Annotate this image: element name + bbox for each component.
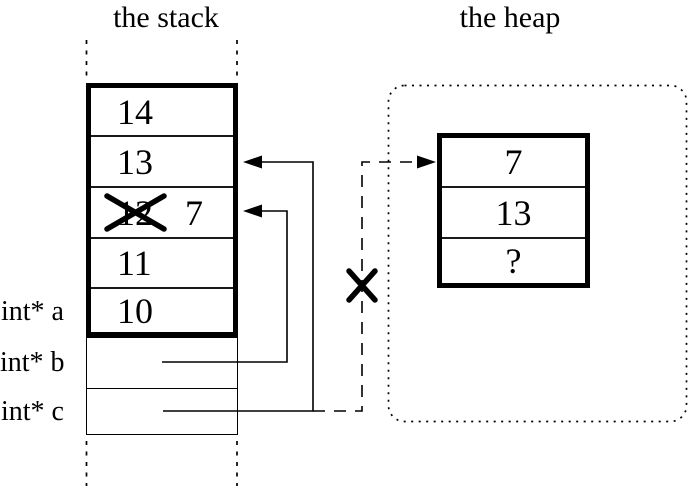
- pointer-cell-c: [87, 388, 237, 436]
- heap-cell-13: 13: [442, 186, 585, 237]
- heap-cell-value: ?: [505, 241, 522, 281]
- stack-cell-11: 11: [91, 237, 233, 287]
- arrowhead-icon: [417, 155, 436, 169]
- stack-cell-value: 10: [117, 290, 153, 331]
- pointer-label-c: int* c: [1, 396, 64, 427]
- stack-cell-value: 13: [117, 141, 153, 182]
- arrowhead-icon: [243, 204, 262, 218]
- pointer-label-b: int* b: [0, 347, 65, 378]
- pointer-label-a: int* a: [1, 296, 64, 327]
- stack-cell-12-crossed: 12 7: [91, 186, 233, 237]
- stack-cell-10: 10: [91, 287, 233, 332]
- heap-block-box: 7 13 ?: [437, 133, 590, 288]
- crossed-old-value: 12: [117, 192, 153, 233]
- arrowhead-icon: [243, 155, 262, 169]
- stack-cell-value: 14: [117, 91, 153, 132]
- heap-cell-value: 13: [495, 192, 532, 233]
- heap-cell-value: 7: [504, 142, 523, 182]
- pointer-cell-b: [87, 338, 237, 388]
- stack-title: the stack: [113, 1, 219, 34]
- heap-title: the heap: [459, 1, 561, 34]
- cross-out-icon: [346, 268, 378, 303]
- replacement-value: 7: [185, 192, 203, 233]
- stack-array-box: 14 13 12 7 11 10: [86, 83, 238, 337]
- stack-cell-13: 13: [91, 135, 233, 186]
- heap-cell-7: 7: [442, 138, 585, 186]
- stack-cell-value: 11: [117, 243, 152, 283]
- stack-cell-14: 14: [91, 88, 233, 135]
- dashed-pointer-line: [313, 161, 417, 412]
- dashed-arrow-to-heap: [313, 155, 436, 412]
- stack-pointer-cells: [86, 337, 238, 435]
- heap-cell-unknown: ?: [442, 237, 585, 283]
